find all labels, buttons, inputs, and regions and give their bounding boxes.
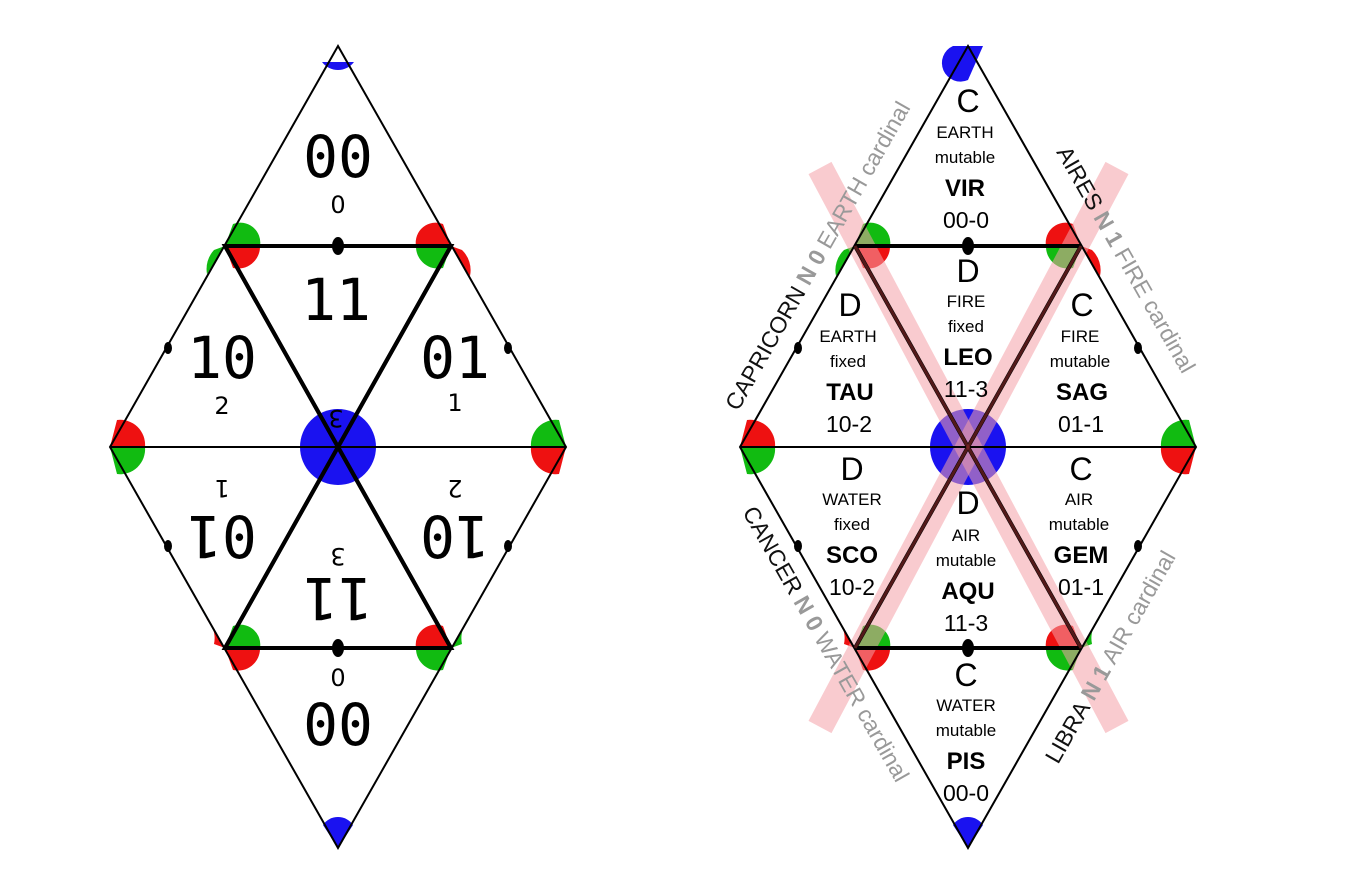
svg-text:EARTH: EARTH	[819, 327, 876, 346]
left-lower-right-code: 10	[420, 502, 490, 570]
left-top-code: 00	[303, 123, 373, 191]
svg-text:C: C	[1069, 451, 1092, 487]
right-diamond: C EARTH mutable VIR 00-0 D FIRE fixed LE…	[720, 43, 1201, 851]
svg-text:SCO: SCO	[826, 542, 878, 569]
svg-text:mutable: mutable	[936, 551, 996, 570]
bottom-corner-blue-dot	[323, 816, 353, 848]
left-diamond-outline	[108, 43, 568, 851]
svg-text:PIS: PIS	[947, 748, 986, 775]
svg-text:WATER: WATER	[936, 696, 996, 715]
svg-text:mutable: mutable	[1049, 515, 1109, 534]
svg-text:VIR: VIR	[945, 175, 985, 202]
svg-text:EARTH: EARTH	[936, 123, 993, 142]
left-upper-right-index: 1	[447, 389, 462, 417]
svg-text:LEO: LEO	[943, 344, 992, 371]
svg-text:01-1: 01-1	[1058, 574, 1104, 600]
svg-text:D: D	[840, 451, 863, 487]
left-upper-index: 3	[328, 404, 343, 432]
svg-text:fixed: fixed	[830, 352, 866, 371]
svg-text:fixed: fixed	[948, 317, 984, 336]
svg-text:GEM: GEM	[1054, 542, 1109, 569]
cell-upper-right: C FIRE mutable SAG 01-1	[1050, 287, 1110, 437]
bottom-corner-blue-dot	[953, 816, 983, 848]
top-corner-blue-dot	[941, 46, 983, 82]
svg-text:AQU: AQU	[941, 578, 994, 605]
left-top-index: 0	[330, 191, 345, 219]
cell-lower: D AIR mutable AQU 11-3	[936, 485, 996, 636]
cell-upper-left: D EARTH fixed TAU 10-2	[819, 287, 876, 437]
svg-text:10-2: 10-2	[829, 574, 875, 600]
svg-text:11-3: 11-3	[944, 610, 988, 636]
svg-text:AIR: AIR	[952, 526, 980, 545]
left-lower-right-index: 2	[447, 474, 462, 502]
left-lower-rotated: 11 3	[303, 542, 373, 632]
right-corner-green-dot	[530, 419, 566, 447]
left-bottom-index: 0	[330, 664, 345, 692]
cell-lower-right: C AIR mutable GEM 01-1	[1049, 451, 1109, 600]
left-upper-left-code: 10	[187, 324, 257, 392]
left-corner-green-dot	[110, 447, 146, 475]
svg-text:mutable: mutable	[1050, 352, 1110, 371]
left-bottom-code: 00	[303, 691, 373, 759]
left-lower-left-index: 1	[214, 474, 229, 502]
left-diamond: 00 0 11 3 10 2 01 1 01 1 10 2 11 3 0 00	[108, 43, 568, 851]
left-corner-red-dot	[110, 419, 146, 447]
top-corner-blue-dot	[322, 62, 354, 70]
cell-bottom: C WATER mutable PIS 00-0	[936, 657, 996, 806]
svg-text:00-0: 00-0	[943, 780, 989, 806]
svg-text:00-0: 00-0	[943, 207, 989, 233]
svg-text:TAU: TAU	[826, 379, 874, 406]
svg-text:WATER: WATER	[822, 490, 882, 509]
left-upper-left-index: 2	[214, 392, 229, 420]
cell-lower-left: D WATER fixed SCO 10-2	[822, 451, 882, 600]
svg-text:01-1: 01-1	[1058, 411, 1104, 437]
svg-text:fixed: fixed	[834, 515, 870, 534]
left-upper-code: 11	[301, 266, 371, 334]
left-lower-code: 11	[303, 564, 373, 632]
cell-top: C EARTH mutable VIR 00-0	[935, 83, 995, 233]
svg-text:mutable: mutable	[936, 721, 996, 740]
svg-text:D: D	[956, 253, 979, 289]
svg-text:SAG: SAG	[1056, 379, 1108, 406]
svg-text:FIRE: FIRE	[947, 292, 986, 311]
right-corner-red-dot	[530, 447, 566, 475]
svg-text:C: C	[956, 83, 979, 119]
svg-text:AIR: AIR	[1065, 490, 1093, 509]
left-upper-right-code: 01	[420, 324, 490, 392]
svg-text:D: D	[956, 485, 979, 521]
svg-text:C: C	[1070, 287, 1093, 323]
svg-text:D: D	[838, 287, 861, 323]
left-lower-left-code: 01	[187, 502, 257, 570]
svg-text:mutable: mutable	[935, 148, 995, 167]
svg-text:FIRE: FIRE	[1061, 327, 1100, 346]
svg-text:11-3: 11-3	[944, 376, 988, 402]
svg-text:C: C	[954, 657, 977, 693]
cell-upper: D FIRE fixed LEO 11-3	[943, 253, 992, 402]
left-lower-right-rotated: 10 2	[420, 474, 490, 570]
left-lower-left-rotated: 01 1	[187, 474, 257, 570]
right-diamond-outline	[738, 43, 1198, 851]
svg-text:10-2: 10-2	[826, 411, 872, 437]
left-lower-index: 3	[330, 542, 345, 570]
